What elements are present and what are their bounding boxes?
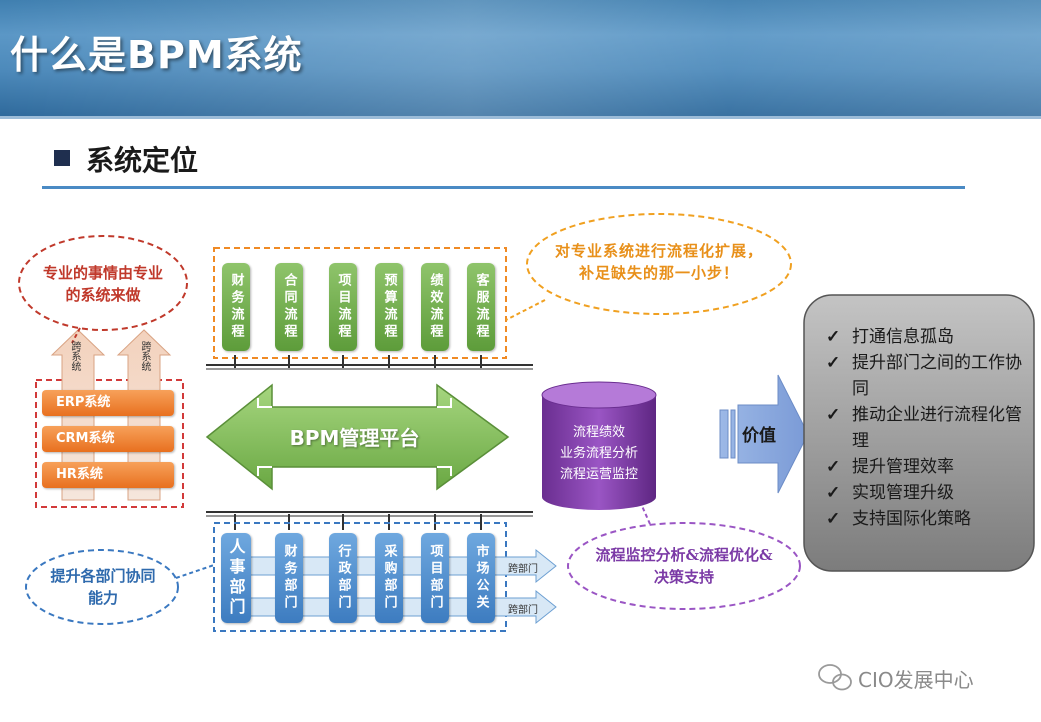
bpm-platform-arrow [205,383,510,491]
check-icon: ✓ [826,405,841,425]
bubble-left-bottom-text: 提升各部门协同能力 [50,567,156,607]
value-item: ✓打通信息孤岛 [826,324,1026,350]
header-divider [0,116,1041,119]
bpm-platform-label: BPM管理平台 [289,426,420,450]
top-process-group-frame [213,247,507,359]
value-label: 价值 [742,426,776,446]
process-customer-service: 客服流程 [467,263,495,351]
value-panel [803,294,1035,572]
section-bullet-icon [54,150,70,166]
dept-pr: 市场公关 [467,533,495,623]
value-list: ✓打通信息孤岛 ✓提升部门之间的工作协同 ✓推动企业进行流程化管理 ✓提升管理效… [826,324,1026,532]
wechat-icon [818,664,852,691]
system-crm: CRM系统 [42,426,174,452]
bubble-left-bottom [25,549,179,625]
section-underline [42,186,965,189]
analysis-cylinder [541,381,657,510]
system-hr: HR系统 [42,462,174,488]
watermark-text: CIO发展中心 [858,668,974,692]
top-rail-connectors [234,355,482,368]
process-project: 项目流程 [329,263,357,351]
bubble-right-top [526,213,792,315]
cross-dept-label-2: 跨部门 [508,605,538,616]
process-budget: 预算流程 [375,263,403,351]
system-erp: ERP系统 [42,390,174,416]
cylinder-line-2: 业务流程分析 [559,446,638,461]
process-finance: 财务流程 [222,263,250,351]
bubble-bottom-center-text: 流程监控分析&流程优化&决策支持 [595,546,773,586]
cylinder-line-1: 流程绩效 [572,425,625,440]
check-icon: ✓ [826,327,841,347]
process-performance: 绩效流程 [421,263,449,351]
value-item: ✓实现管理升级 [826,480,1026,506]
left-system-group-frame [35,379,184,508]
dept-hr: 人事部门 [221,533,251,623]
cross-system-label-left: 跨系统 [69,341,80,371]
dept-admin: 行政部门 [329,533,357,623]
value-item: ✓提升部门之间的工作协同 [826,350,1026,402]
check-icon: ✓ [826,509,841,529]
cross-dept-label-1: 跨部门 [508,564,538,575]
cross-system-label-right: 跨系统 [139,341,150,371]
cylinder-line-3: 流程运营监控 [559,467,638,482]
value-item: ✓提升管理效率 [826,454,1026,480]
dept-procurement: 采购部门 [375,533,403,623]
bottom-department-group-frame [213,522,507,632]
cylinder-text: 流程绩效 业务流程分析 流程运营监控 [542,422,656,485]
title-banner-shine [0,0,1041,116]
bubble-left-top-text: 专业的事情由专业的系统来做 [42,264,163,304]
check-icon: ✓ [826,483,841,503]
section-title: 系统定位 [86,144,199,177]
bubble-right-top-text: 对专业系统进行流程化扩展，补足缺失的那一小步！ [554,242,763,282]
check-icon: ✓ [826,353,841,373]
check-icon: ✓ [826,457,841,477]
process-contract: 合同流程 [275,263,303,351]
slide-title: 什么是BPM系统 [10,33,303,77]
bubble-left-top [18,235,188,331]
bubble-bottom-center [567,522,801,610]
title-banner [0,0,1041,116]
value-arrow [719,374,809,494]
value-item: ✓推动企业进行流程化管理 [826,402,1026,454]
dept-project: 项目部门 [421,533,449,623]
value-item: ✓支持国际化策略 [826,506,1026,532]
dept-finance: 财务部门 [275,533,303,623]
